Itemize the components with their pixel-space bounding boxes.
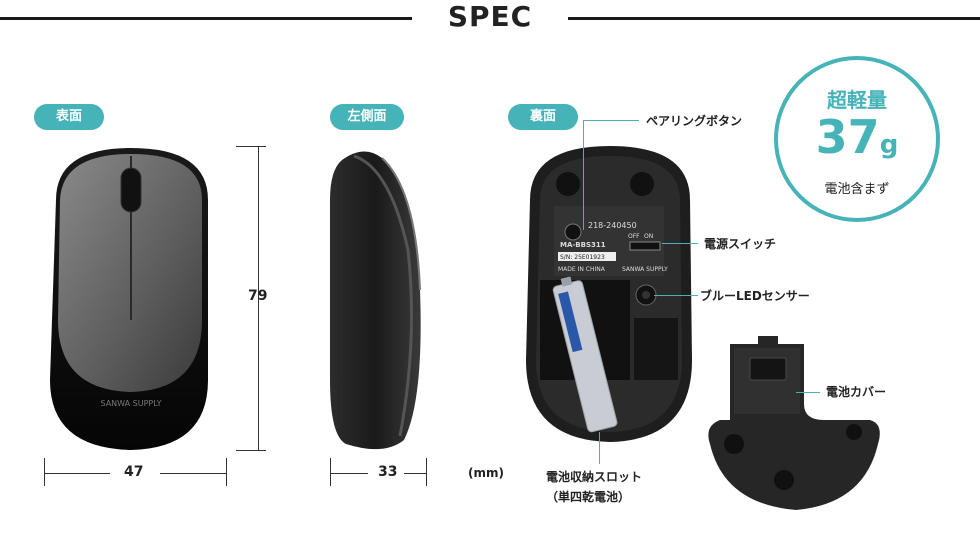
height-value: 79 (248, 288, 268, 304)
power-switch-callout: 電源スイッチ (704, 237, 777, 251)
page-title: SPEC (447, 0, 533, 33)
mouse-top-view-image: SANWA SUPPLY (50, 148, 208, 450)
view-label-bottom: 裏面 (508, 104, 578, 130)
weight-value: 37 (815, 110, 880, 164)
battery-slot-callout-line1: 電池収納スロット (546, 470, 643, 484)
height-dimension-tick-bottom (236, 450, 266, 451)
pairing-callout-vline (583, 120, 584, 230)
weight-value-block: 37g (778, 110, 936, 164)
height-dimension-tick-top (236, 146, 266, 147)
label-off: OFF (628, 233, 640, 240)
sensor-callout-line (654, 295, 698, 296)
width-value: 47 (124, 464, 144, 480)
label-model: MA-BBS311 (560, 241, 606, 249)
width-dimension-tick-right (226, 458, 227, 486)
depth-value: 33 (378, 464, 398, 480)
depth-dimension-line-left (330, 473, 368, 474)
battery-slot-callout-line2: （単四乾電池） (546, 490, 631, 504)
pairing-callout-line (583, 120, 639, 121)
view-label-top: 表面 (34, 104, 104, 130)
battery-callout-vline (599, 432, 600, 464)
depth-dimension-tick-left (330, 458, 331, 486)
height-dimension-line (258, 146, 259, 450)
power-callout-line (662, 243, 698, 244)
battery-cover-image (708, 336, 880, 510)
label-cert: 218-240450 (588, 221, 637, 230)
unit-label: (mm) (468, 466, 504, 480)
view-label-left: 左側面 (330, 104, 404, 130)
svg-text:SANWA SUPPLY: SANWA SUPPLY (100, 399, 161, 408)
depth-dimension-line-right (404, 473, 426, 474)
width-dimension-tick-left (44, 458, 45, 486)
pairing-button-callout: ペアリングボタン (646, 114, 743, 128)
battery-cover-callout: 電池カバー (826, 385, 887, 399)
weight-note: 電池含まず (824, 182, 890, 197)
sensor-callout: ブルーLEDセンサー (700, 289, 810, 303)
width-dimension-line-right (160, 473, 226, 474)
label-on: ON (644, 233, 653, 240)
label-sn: S/N: 25E01923 (560, 254, 605, 261)
mouse-bottom-view-image: 218-240450 MA-BBS311 OFF ON S/N: 25E0192… (526, 146, 692, 442)
label-brand: SANWA SUPPLY (622, 266, 668, 273)
mouse-side-view-image (330, 151, 421, 450)
weight-badge: 超軽量 37g 電池含まず (774, 56, 940, 222)
cover-callout-line (796, 392, 820, 393)
weight-heading: 超軽量 (827, 88, 887, 112)
weight-unit: g (879, 130, 899, 160)
header-rule-right (568, 17, 980, 20)
label-origin: MADE IN CHINA (558, 266, 606, 273)
header-rule-left (0, 17, 412, 20)
width-dimension-line-left (44, 473, 110, 474)
depth-dimension-tick-right (426, 458, 427, 486)
